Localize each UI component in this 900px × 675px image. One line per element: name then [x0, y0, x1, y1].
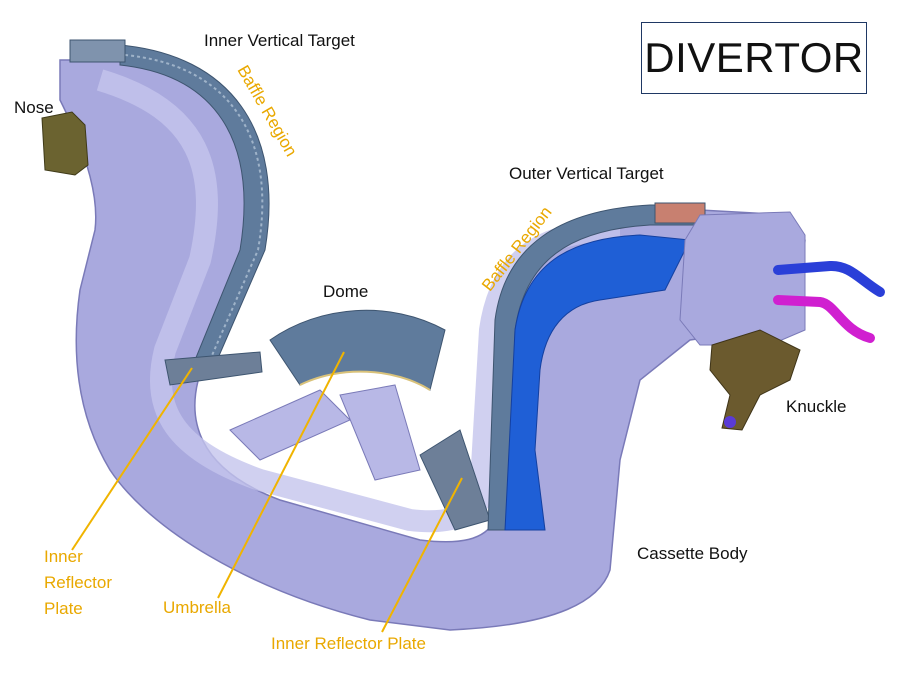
dome — [269, 309, 446, 391]
label-inner-reflector-plate-bottom: Inner Reflector Plate — [271, 634, 426, 653]
knuckle-pin — [724, 416, 736, 428]
divertor-title: DIVERTOR — [644, 34, 864, 81]
knuckle-housing — [679, 211, 806, 346]
label-inner-vertical-target: Inner Vertical Target — [204, 31, 355, 50]
title-box: DIVERTOR — [641, 22, 867, 94]
label-inner-reflector-plate-left: Inner Reflector Plate — [44, 547, 113, 618]
coolant-pipe-magenta — [773, 295, 875, 343]
inner-reflector-plate-left-part — [164, 351, 263, 386]
leader-line-umbrella — [217, 351, 345, 599]
knuckle — [709, 329, 801, 431]
leader-line-inner-reflector-left — [71, 367, 193, 551]
outer-target-top-tiles — [654, 202, 706, 224]
label-knuckle: Knuckle — [786, 397, 847, 416]
label-outer-vertical-target: Outer Vertical Target — [509, 164, 664, 183]
leader-line-inner-reflector-bottom — [381, 477, 463, 633]
coolant-pipe-blue — [773, 261, 885, 297]
label-cassette-body: Cassette Body — [637, 544, 748, 563]
umbrella-struts — [229, 384, 421, 481]
inner-target-top-tiles — [69, 39, 126, 63]
dome-edge — [299, 370, 431, 391]
label-dome: Dome — [323, 282, 369, 301]
label-nose: Nose — [14, 98, 54, 117]
nose — [41, 111, 89, 176]
label-umbrella: Umbrella — [163, 598, 232, 617]
leader-lines — [71, 351, 463, 633]
